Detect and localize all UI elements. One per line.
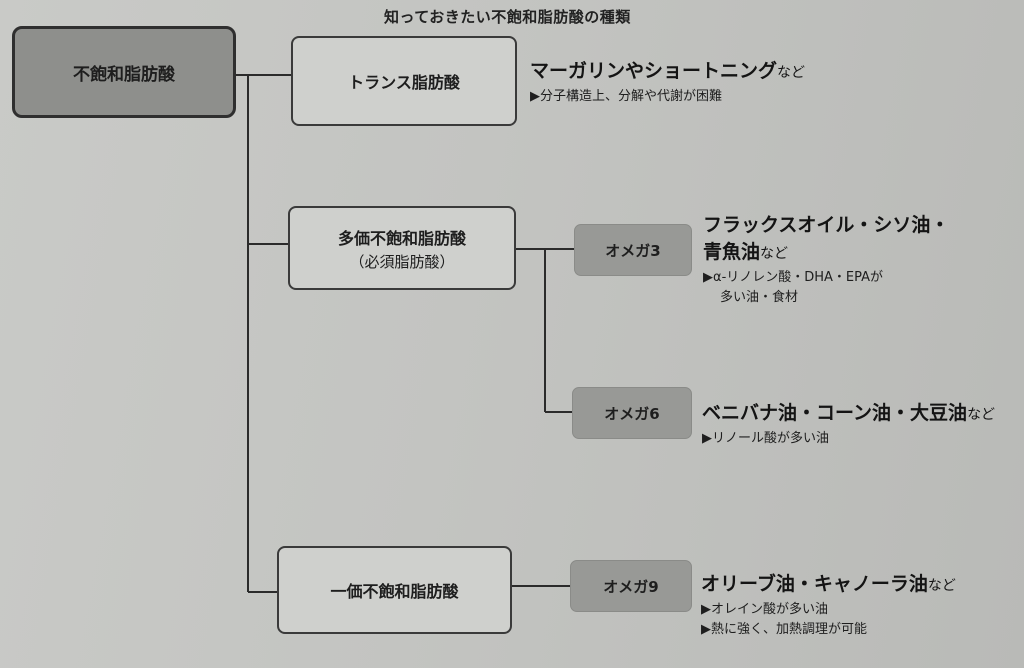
omega6-description: ベニバナ油・コーン油・大豆油など ▶リノール酸が多い油 xyxy=(702,400,995,449)
omega6-suffix: など xyxy=(967,407,996,423)
omega3-examples-line2: 青魚油 xyxy=(703,241,761,263)
omega9-description: オリーブ油・キャノーラ油など ▶オレイン酸が多い油 ▶熱に強く、加熱調理が可能 xyxy=(701,571,956,640)
omega9-suffix: など xyxy=(927,578,956,594)
omega3-examples-line1: フラックスオイル・シソ油・ xyxy=(703,214,950,236)
omega9-note-line2: ▶熱に強く、加熱調理が可能 xyxy=(701,622,867,637)
mono-node: 一価不飽和脂肪酸 xyxy=(277,546,512,634)
trans-node: トランス脂肪酸 xyxy=(291,36,517,126)
trans-note: ▶分子構造上、分解や代謝が困難 xyxy=(530,89,722,104)
trans-description: マーガリンやショートニングなど ▶分子構造上、分解や代謝が困難 xyxy=(530,58,805,107)
poly-node: 多価不飽和脂肪酸 （必須脂肪酸） xyxy=(288,206,516,290)
root-label: 不飽和脂肪酸 xyxy=(73,64,175,85)
poly-label: 多価不飽和脂肪酸 xyxy=(337,228,466,248)
poly-sub: （必須脂肪酸） xyxy=(349,252,455,271)
omega6-examples: ベニバナ油・コーン油・大豆油 xyxy=(702,402,968,424)
omega3-note-line2: 多い油・食材 xyxy=(720,290,799,305)
omega3-node: オメガ3 xyxy=(574,224,692,276)
omega9-examples: オリーブ油・キャノーラ油 xyxy=(701,573,928,595)
omega6-node: オメガ6 xyxy=(572,387,692,439)
trans-suffix: など xyxy=(777,65,806,81)
omega3-suffix: など xyxy=(760,246,789,262)
omega6-label: オメガ6 xyxy=(604,404,660,423)
omega3-note-line1: ▶α-リノレン酸・DHA・EPAが xyxy=(703,270,884,285)
trans-examples: マーガリンやショートニング xyxy=(530,60,778,82)
trans-label: トランス脂肪酸 xyxy=(348,73,460,92)
omega3-label: オメガ3 xyxy=(605,241,661,260)
diagram-title: 知っておきたい不飽和脂肪酸の種類 xyxy=(384,8,631,26)
omega9-node: オメガ9 xyxy=(570,560,692,612)
omega9-note-line1: ▶オレイン酸が多い油 xyxy=(701,602,828,617)
omega9-label: オメガ9 xyxy=(603,577,659,596)
mono-label: 一価不飽和脂肪酸 xyxy=(330,582,459,601)
root-node: 不飽和脂肪酸 xyxy=(12,26,236,118)
omega6-note: ▶リノール酸が多い油 xyxy=(702,431,829,446)
omega3-description: フラックスオイル・シソ油・ 青魚油など ▶α-リノレン酸・DHA・EPAが 多い… xyxy=(703,212,949,308)
